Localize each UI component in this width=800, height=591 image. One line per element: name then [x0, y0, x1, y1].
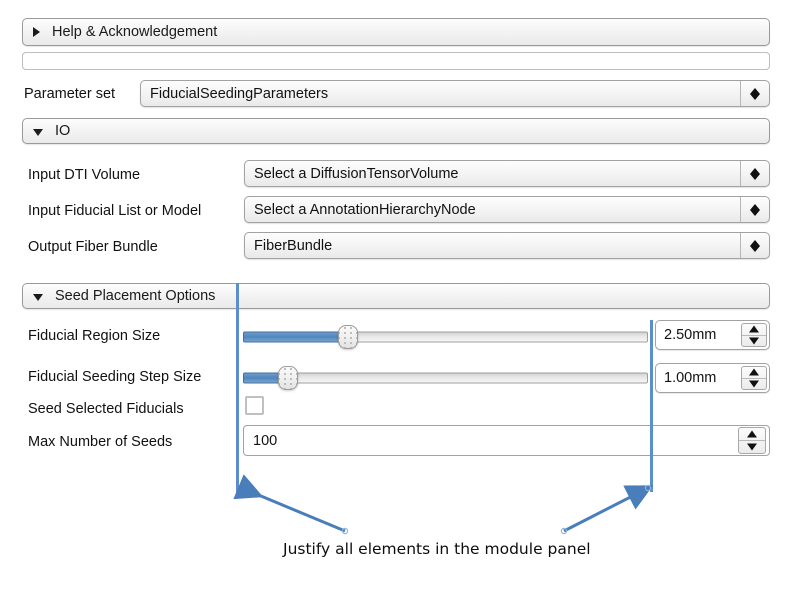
spin-down-icon[interactable]	[739, 441, 765, 453]
max-number-of-seeds-spinbox[interactable]	[736, 425, 770, 456]
chevron-updown-icon[interactable]	[740, 233, 769, 258]
chevron-updown-icon[interactable]	[740, 81, 769, 106]
spin-buttons[interactable]	[741, 366, 767, 390]
fiducial-seeding-step-size-spinbox[interactable]: 1.00mm	[655, 363, 770, 393]
fiducial-seeding-step-size-value: 1.00mm	[664, 370, 717, 386]
input-fiducial-list-label: Input Fiducial List or Model	[28, 203, 202, 219]
output-fiber-bundle-combo[interactable]: FiberBundle	[244, 232, 770, 259]
io-section-header[interactable]: IO	[22, 118, 770, 144]
fiducial-region-size-label: Fiducial Region Size	[28, 328, 161, 344]
slider-handle[interactable]	[338, 325, 359, 349]
output-fiber-bundle-label: Output Fiber Bundle	[28, 239, 158, 255]
chevron-updown-icon[interactable]	[740, 161, 769, 186]
help-acknowledgement-label: Help & Acknowledgement	[52, 24, 218, 40]
spin-buttons[interactable]	[738, 427, 766, 454]
slider-handle[interactable]	[277, 366, 298, 390]
input-dti-volume-combo[interactable]: Select a DiffusionTensorVolume	[244, 160, 770, 187]
slider-fill	[243, 331, 349, 343]
seed-selected-fiducials-label: Seed Selected Fiducials	[28, 401, 184, 417]
fiducial-seeding-step-size-label: Fiducial Seeding Step Size	[28, 369, 202, 385]
fiducial-region-size-value: 2.50mm	[664, 327, 717, 343]
chevron-updown-icon[interactable]	[740, 197, 769, 222]
io-section-label: IO	[55, 123, 71, 139]
parameter-set-value: FiducialSeedingParameters	[150, 85, 329, 102]
input-fiducial-list-combo[interactable]: Select a AnnotationHierarchyNode	[244, 196, 770, 223]
input-dti-volume-value: Select a DiffusionTensorVolume	[254, 165, 459, 182]
io-section-header-inner: IO	[23, 119, 769, 143]
help-content-area	[22, 52, 770, 70]
spin-down-icon[interactable]	[742, 379, 766, 390]
triangle-right-icon	[33, 27, 40, 37]
max-number-of-seeds-input[interactable]: 100	[243, 425, 770, 456]
help-acknowledgement-header[interactable]: Help & Acknowledgement	[22, 18, 770, 46]
spin-up-icon[interactable]	[742, 324, 766, 336]
seed-placement-section-header-inner: Seed Placement Options	[23, 284, 769, 308]
help-acknowledgement-header-inner: Help & Acknowledgement	[23, 19, 769, 45]
max-number-of-seeds-value: 100	[253, 432, 278, 449]
spin-up-icon[interactable]	[742, 367, 766, 379]
input-fiducial-list-value: Select a AnnotationHierarchyNode	[254, 201, 476, 218]
fiducial-region-size-spinbox[interactable]: 2.50mm	[655, 320, 770, 350]
input-dti-volume-label: Input DTI Volume	[28, 167, 141, 183]
seed-placement-section-header[interactable]: Seed Placement Options	[22, 283, 770, 309]
triangle-down-icon	[33, 128, 43, 136]
seed-selected-fiducials-checkbox[interactable]	[245, 396, 264, 415]
max-number-of-seeds-label: Max Number of Seeds	[28, 434, 173, 450]
parameter-set-label: Parameter set	[24, 86, 116, 102]
slider-groove	[243, 372, 648, 384]
annotation-caption: Justify all elements in the module panel	[283, 540, 591, 558]
seed-placement-section-label: Seed Placement Options	[55, 288, 216, 304]
spin-up-icon[interactable]	[739, 428, 765, 441]
spin-down-icon[interactable]	[742, 336, 766, 347]
triangle-down-icon	[33, 293, 43, 301]
fiducial-seeding-step-size-slider[interactable]	[243, 366, 648, 390]
left-alignment-guide	[236, 283, 239, 495]
parameter-set-combo[interactable]: FiducialSeedingParameters	[140, 80, 770, 107]
right-alignment-guide	[650, 320, 653, 492]
fiducial-region-size-slider[interactable]	[243, 325, 648, 349]
spin-buttons[interactable]	[741, 323, 767, 347]
output-fiber-bundle-value: FiberBundle	[254, 237, 333, 254]
